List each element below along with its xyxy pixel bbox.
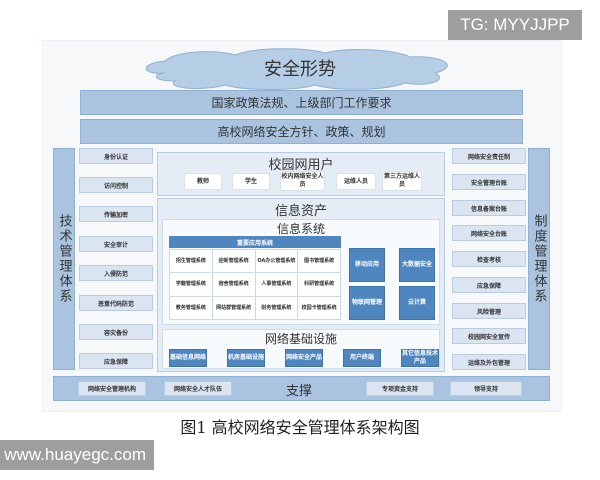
left-item: 容灾备份 xyxy=(79,324,153,340)
app-cell: 校园卡管理系统 xyxy=(298,296,341,320)
info-assets-title: 信息资产 xyxy=(274,204,327,219)
support-item: 专项资金支持 xyxy=(366,381,434,396)
watermark-top: TG: MYYJJPP xyxy=(448,10,582,40)
network-infra-panel: 网络基础设施 基础信息网络 机房基础设施 网络安全产品 用户终端 其它信息技术产… xyxy=(162,329,440,369)
app-cell: 学籍管理系统 xyxy=(170,273,213,297)
infra-box: 机房基础设施 xyxy=(227,349,265,367)
user-box: 学生 xyxy=(232,173,270,190)
user-box: 第三方运维人员 xyxy=(382,171,422,191)
technical-management-column: 技术管理体系 xyxy=(53,148,75,370)
right-item: 网络安全台账 xyxy=(452,225,526,241)
info-assets-panel: 信息资产 信息系统 重要应用系统 招生管理系统 迎新管理系统 OA办公管理系统 … xyxy=(157,198,445,372)
left-item: 应急保障 xyxy=(79,353,153,369)
left-item: 恶意代码防范 xyxy=(79,295,153,311)
info-systems-title: 信息系统 xyxy=(276,222,325,236)
infra-box: 其它信息技术产品 xyxy=(401,349,439,367)
right-item: 检查考核 xyxy=(452,251,526,267)
key-apps-grid: 招生管理系统 迎新管理系统 OA办公管理系统 图书管理系统 学籍管理系统 宿舍管… xyxy=(169,249,341,320)
app-cell: 财务管理系统 xyxy=(255,296,299,320)
key-apps-header: 重要应用系统 xyxy=(169,236,341,248)
mobile-app-box: 移动应用 xyxy=(349,248,385,282)
right-item: 校园网安全宣传 xyxy=(452,328,526,344)
support-bar: 网络安全管理机构 网络安全人才队伍 支撑 专项资金支持 领导支持 xyxy=(53,376,550,401)
strategy-band: 高校网络安全方针、政策、规划 xyxy=(80,119,523,144)
support-item: 网络安全人才队伍 xyxy=(164,381,232,396)
watermark-bottom: www.huayegc.com xyxy=(0,440,154,470)
policy-band: 国家政策法规、上级部门工作要求 xyxy=(80,90,523,115)
right-item: 网络安全责任制 xyxy=(452,148,526,164)
institutional-management-column: 制度管理体系 xyxy=(528,148,550,370)
app-cell: OA办公管理系统 xyxy=(255,250,299,274)
app-cell: 人事管理系统 xyxy=(255,273,299,297)
left-item: 身份认证 xyxy=(79,148,153,164)
app-cell: 网站群管理系统 xyxy=(212,296,256,320)
big-data-security-box: 大数据安全 xyxy=(399,248,435,282)
app-cell: 科研管理系统 xyxy=(298,273,341,297)
cloud-computing-box: 云计算 xyxy=(399,286,435,320)
infra-box: 用户终端 xyxy=(343,349,381,367)
institutional-management-title: 制度管理体系 xyxy=(531,214,547,304)
iot-management-box: 物联网管理 xyxy=(349,286,385,320)
support-title: 支撑 xyxy=(285,384,312,399)
app-cell: 教务管理系统 xyxy=(170,296,213,320)
user-box: 运维人员 xyxy=(336,173,376,190)
right-item: 运维及外包管理 xyxy=(452,354,526,370)
left-item: 访问控制 xyxy=(79,177,153,193)
infra-box: 基础信息网络 xyxy=(169,349,207,367)
app-cell: 招生管理系统 xyxy=(170,250,213,274)
cloud-title: 安全形势 xyxy=(264,59,336,80)
campus-users-title: 校园网用户 xyxy=(268,158,334,173)
infra-box: 网络安全产品 xyxy=(285,349,323,367)
figure-caption: 图1 高校网络安全管理体系架构图 xyxy=(180,418,420,437)
user-box: 校内网络安全人员 xyxy=(280,171,325,191)
right-item: 风险管理 xyxy=(452,303,526,319)
right-item: 安全管理台账 xyxy=(452,174,526,190)
right-item: 应急保障 xyxy=(452,277,526,293)
right-item: 信息备案台账 xyxy=(452,200,526,216)
cloud-shape-icon xyxy=(145,48,448,90)
support-item: 领导支持 xyxy=(450,381,522,396)
campus-users-panel: 校园网用户 教师 学生 校内网络安全人员 运维人员 第三方运维人员 xyxy=(157,152,445,196)
security-situation-cloud: 安全形势 xyxy=(135,45,465,91)
app-cell: 宿舍管理系统 xyxy=(212,273,256,297)
technical-management-title: 技术管理体系 xyxy=(56,214,72,304)
info-systems-panel: 信息系统 重要应用系统 招生管理系统 迎新管理系统 OA办公管理系统 图书管理系… xyxy=(162,219,440,325)
left-item: 传输加密 xyxy=(79,206,153,222)
app-cell: 图书管理系统 xyxy=(298,250,341,274)
left-item: 入侵防范 xyxy=(79,265,153,281)
app-cell: 迎新管理系统 xyxy=(212,250,256,274)
network-infra-title: 网络基础设施 xyxy=(264,332,337,346)
support-item: 网络安全管理机构 xyxy=(78,381,146,396)
left-item: 安全审计 xyxy=(79,236,153,252)
user-box: 教师 xyxy=(184,173,222,190)
